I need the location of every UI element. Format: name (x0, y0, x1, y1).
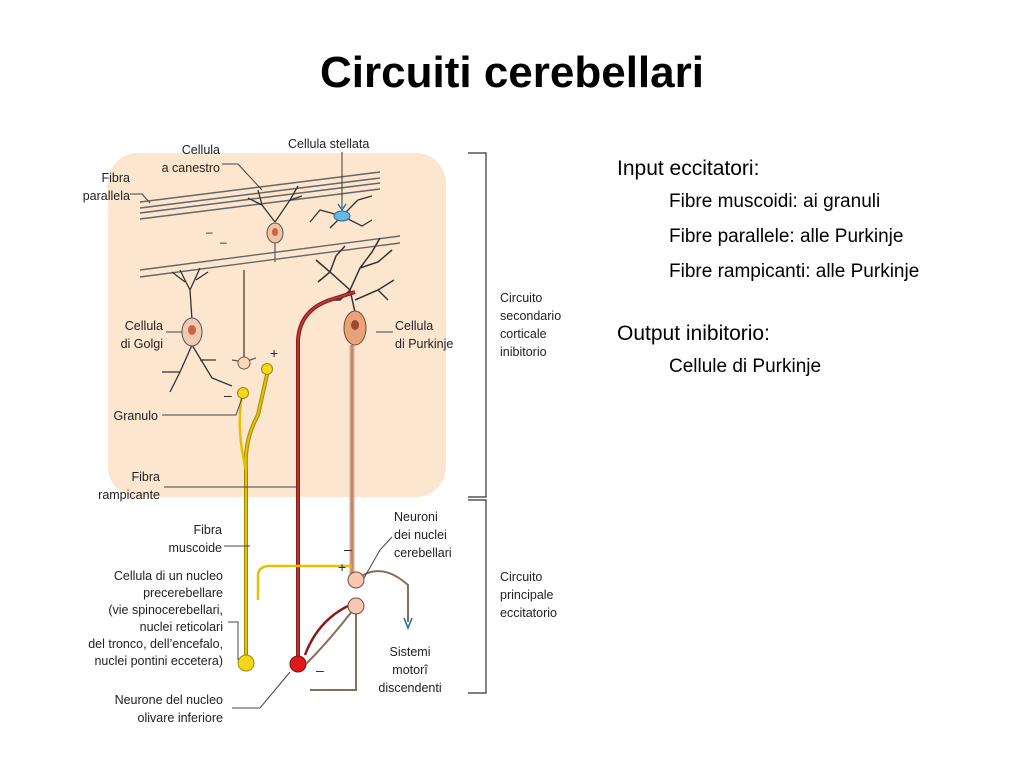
label-cellula-canestro-2: a canestro (162, 161, 220, 175)
label-nucleo-precereb-3: (vie spinocerebellari, (108, 603, 223, 617)
deep-nuclei-neurons (305, 570, 413, 691)
label-circuito-secondario-4: inibitorio (500, 345, 547, 359)
svg-text:–: – (344, 541, 352, 557)
cerebellar-circuit-diagram: + – – – – + – Cellula a canestro Cellula… (83, 137, 561, 725)
label-circuito-secondario-2: secondario (500, 309, 561, 323)
mossy-fiber (237, 363, 352, 672)
svg-text:–: – (220, 235, 227, 249)
label-cellula-canestro-1: Cellula (182, 143, 220, 157)
climbing-fiber (289, 290, 356, 673)
label-cellula-purkinje-1: Cellula (395, 319, 433, 333)
label-sistemi-1: Sistemi (390, 645, 431, 659)
label-sistemi-2: motorî (392, 663, 428, 677)
purkinje-cell (343, 310, 367, 575)
circuit-brackets (468, 152, 487, 694)
input-item: Fibre rampicanti: alle Purkinje (669, 261, 920, 282)
input-heading: Input eccitatori: (617, 157, 760, 180)
label-fibra-rampicante-1: Fibra (132, 470, 161, 484)
label-nucleo-precereb-2: precerebellare (143, 586, 223, 600)
label-cellula-stellata: Cellula stellata (288, 137, 369, 151)
output-heading: Output inibitorio: (617, 322, 770, 345)
parallel-fibers (139, 171, 401, 278)
granule-cell (231, 270, 257, 370)
label-fibra-muscoide-2: muscoide (169, 541, 223, 555)
label-olivare-2: olivare inferiore (138, 711, 224, 725)
label-sistemi-3: discendenti (378, 681, 441, 695)
slide-title: Circuiti cerebellari (320, 48, 704, 97)
leader-lines (130, 163, 393, 709)
label-nucleo-precereb-4: nuclei reticolari (140, 620, 223, 634)
label-neuroni-nuclei-2: dei nuclei (394, 528, 447, 542)
label-neuroni-nuclei-3: cerebellari (394, 546, 452, 560)
label-circuito-principale-2: principale (500, 588, 554, 602)
svg-text:–: – (206, 225, 213, 239)
svg-text:+: + (338, 559, 346, 575)
diagram-labels: Cellula a canestro Cellula stellata Fibr… (83, 137, 561, 725)
label-fibra-parallela-2: parallela (83, 189, 130, 203)
stellate-cell (309, 152, 373, 229)
label-olivare-1: Neurone del nucleo (115, 693, 223, 707)
purkinje-dendrites (315, 237, 395, 313)
svg-text:+: + (270, 345, 278, 361)
label-nucleo-precereb-5: del tronco, dell’encefalo, (88, 637, 223, 651)
svg-text:–: – (316, 662, 324, 678)
cortex-region (108, 153, 446, 497)
label-cellula-purkinje-2: di Purkinje (395, 337, 453, 351)
label-circuito-secondario-1: Circuito (500, 291, 542, 305)
label-circuito-principale-3: eccitatorio (500, 606, 557, 620)
label-fibra-muscoide-1: Fibra (194, 523, 223, 537)
label-fibra-parallela-1: Fibra (102, 171, 131, 185)
label-nucleo-precereb-1: Cellula di un nucleo (114, 569, 223, 583)
input-item: Fibre parallele: alle Purkinje (669, 226, 904, 247)
input-item: Fibre muscoidi: ai granuli (669, 191, 881, 212)
label-circuito-secondario-3: corticale (500, 327, 547, 341)
label-circuito-principale-1: Circuito (500, 570, 542, 584)
label-cellula-golgi-1: Cellula (125, 319, 163, 333)
golgi-cell (162, 267, 233, 393)
label-nucleo-precereb-6: nuclei pontini eccetera) (94, 654, 223, 668)
polarity-signs: + – – – – + – (206, 225, 352, 678)
label-neuroni-nuclei-1: Neuroni (394, 510, 438, 524)
bullet-list: Input eccitatori: Fibre muscoidi: ai gra… (617, 154, 1017, 384)
label-cellula-golgi-2: di Golgi (121, 337, 163, 351)
basket-cell (247, 185, 303, 262)
svg-text:–: – (224, 387, 232, 403)
label-fibra-rampicante-2: rampicante (98, 488, 160, 502)
output-item: Cellule di Purkinje (669, 356, 822, 377)
label-granulo: Granulo (114, 409, 159, 423)
